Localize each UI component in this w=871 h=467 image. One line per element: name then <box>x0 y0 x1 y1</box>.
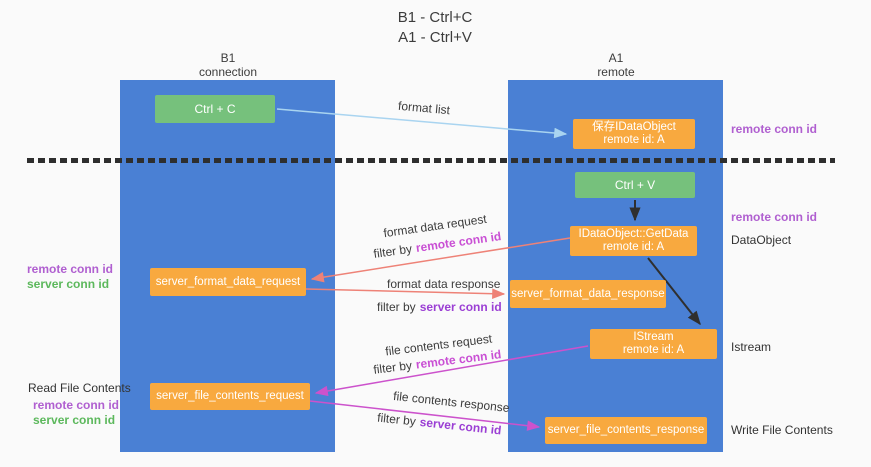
annotation-remote-conn-id-left-bottom: remote conn id <box>33 398 120 412</box>
node-server-file-contents-request: server_file_contents_request <box>150 383 310 410</box>
title-line-2: A1 - Ctrl+V <box>398 29 472 46</box>
diagram-title: B1 - Ctrl+C A1 - Ctrl+V <box>285 8 585 48</box>
lifeline-b1-role: connection <box>198 65 258 79</box>
node-save-idataobject-line2: remote id: A <box>603 134 665 146</box>
node-idataobject-getdata: IDataObject::GetData remote id: A <box>570 226 697 256</box>
node-server-format-data-response: server_format_data_response <box>510 280 666 308</box>
flow-label-format-data-response: format data response <box>387 277 501 291</box>
node-server-format-data-request-label: server_format_data_request <box>155 275 301 288</box>
lifeline-a1-name: A1 <box>608 51 624 65</box>
annotation-remote-conn-id-left-top: remote conn id <box>27 262 114 276</box>
annotation-remote-conn-id-top-right: remote conn id <box>731 122 818 136</box>
node-ctrl-c: Ctrl + C <box>155 95 275 123</box>
node-istream: IStream remote id: A <box>590 329 717 359</box>
node-ctrl-v: Ctrl + V <box>575 172 695 198</box>
server-conn-id-key: server conn id <box>419 300 502 314</box>
lifeline-b1-name: B1 <box>220 51 236 65</box>
annotation-read-file-contents: Read File Contents <box>28 381 131 395</box>
node-istream-line1: IStream <box>633 331 674 343</box>
node-istream-line2: remote id: A <box>622 344 685 356</box>
filter-by-text: filter by <box>372 241 413 261</box>
lifeline-header-a1: A1 remote <box>536 51 696 79</box>
filter-by-text: filter by <box>372 358 413 377</box>
node-server-file-contents-response: server_file_contents_response <box>545 417 707 444</box>
node-server-format-data-request: server_format_data_request <box>150 268 306 296</box>
flow-label-file-contents-response: file contents response <box>392 388 511 416</box>
node-server-file-contents-request-label: server_file_contents_request <box>156 390 304 402</box>
node-save-idataobject: 保存IDataObject remote id: A <box>573 119 695 149</box>
lifeline-header-b1: B1 connection <box>148 51 308 79</box>
filter-by-text: filter by <box>376 410 417 429</box>
server-conn-id-key: server conn id <box>419 414 503 438</box>
node-server-file-contents-response-label: server_file_contents_response <box>547 424 705 436</box>
annotation-server-conn-id-left-top: server conn id <box>27 277 110 291</box>
annotation-write-file-contents: Write File Contents <box>731 423 833 437</box>
annotation-dataobject: DataObject <box>731 233 792 247</box>
node-save-idataobject-line1: 保存IDataObject <box>592 121 676 133</box>
node-server-format-data-response-label: server_format_data_response <box>511 287 665 300</box>
title-line-1: B1 - Ctrl+C <box>397 9 473 26</box>
annotation-server-conn-id-left-bottom: server conn id <box>33 413 116 427</box>
filter-by-text: filter by <box>377 300 416 314</box>
node-ctrl-c-label: Ctrl + C <box>194 101 236 116</box>
node-getdata-line1: IDataObject::GetData <box>578 228 689 240</box>
node-ctrl-v-label: Ctrl + V <box>614 177 656 192</box>
lifeline-a1-role: remote <box>597 65 635 79</box>
annotation-istream: Istream <box>731 340 772 354</box>
phase-divider-dashed-line <box>27 158 835 163</box>
node-getdata-line2: remote id: A <box>602 241 665 253</box>
flow-label-format-list: format list <box>397 98 451 118</box>
annotation-remote-conn-id-mid-right: remote conn id <box>731 210 818 224</box>
